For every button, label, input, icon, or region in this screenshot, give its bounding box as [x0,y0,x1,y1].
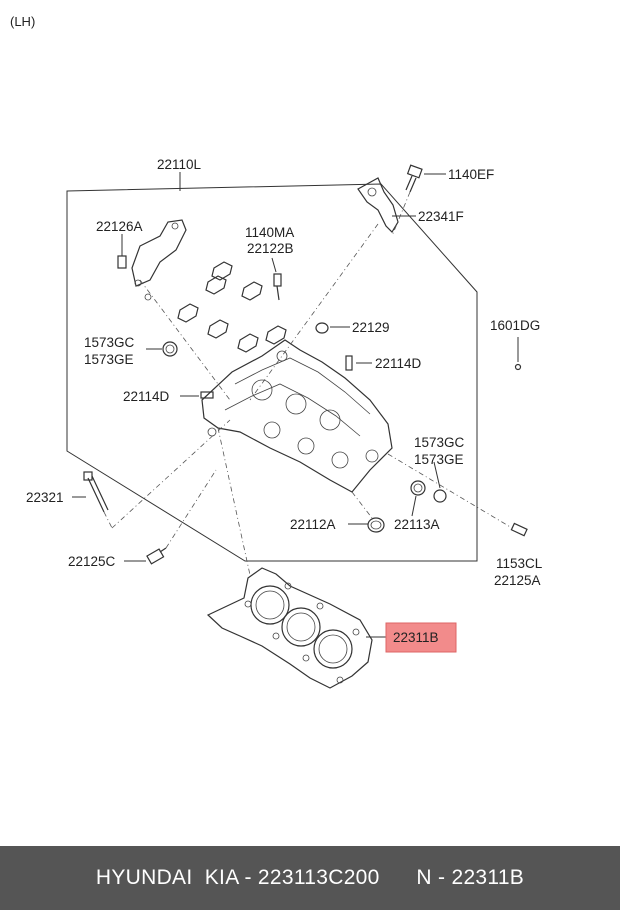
footer-bar: HYUNDAI KIA - 223113C200 N - 22311B [0,846,620,910]
bolt-bottom-part [146,547,167,565]
label-head-assy: 22110L [157,157,202,172]
stud-part [83,471,109,513]
label-rocker-bracket: 22126A [96,219,143,234]
label-seal-b: 22113A [394,517,440,532]
label-gasket: 22311B [393,630,439,645]
label-plug-right: 1601DG [490,318,540,333]
label-bracket: 22341F [418,209,464,224]
plug-part [315,322,329,334]
bracket-part [357,177,399,233]
gasket-highlight [385,622,457,653]
label-plug: 22129 [352,320,390,335]
cylinder-head-part [201,339,393,493]
label-seal-left-1: 1573GC [84,335,135,350]
label-cap-bolt-1: 1140MA [245,225,294,240]
label-seal-left-2: 1573GE [84,352,134,367]
seal-left-part [162,341,178,357]
label-bolt-right-1: 1153CL [496,556,543,571]
leader-lines [72,172,519,638]
seal-right-part [367,480,447,533]
cap-bolt-part [273,273,282,301]
label-seal-right-2: 1573GE [414,452,464,467]
head-gasket-part [206,567,373,689]
label-stud: 22321 [26,490,64,505]
label-bolt-top: 1140EF [448,167,494,182]
footer-part-number: HYUNDAI KIA - 223113C200 N - 22311B [95,866,525,889]
label-bolt-right-2: 22125A [494,573,541,588]
label-bolt-bottom: 22125C [68,554,116,569]
label-seal-right-1: 1573GC [414,435,465,450]
plug-right-part [514,363,522,371]
bolt-right-part [510,522,528,537]
pin-left-part [200,391,214,399]
cam-caps [177,261,287,353]
pin-right-part [345,355,353,371]
label-cap-bolt-2: 22122B [247,241,294,256]
side-label: (LH) [10,14,35,29]
label-pin-right: 22114D [375,356,422,371]
label-pin-left: 22114D [123,389,170,404]
label-seal-a: 22112A [290,517,336,532]
bolt-top-part [405,164,423,193]
